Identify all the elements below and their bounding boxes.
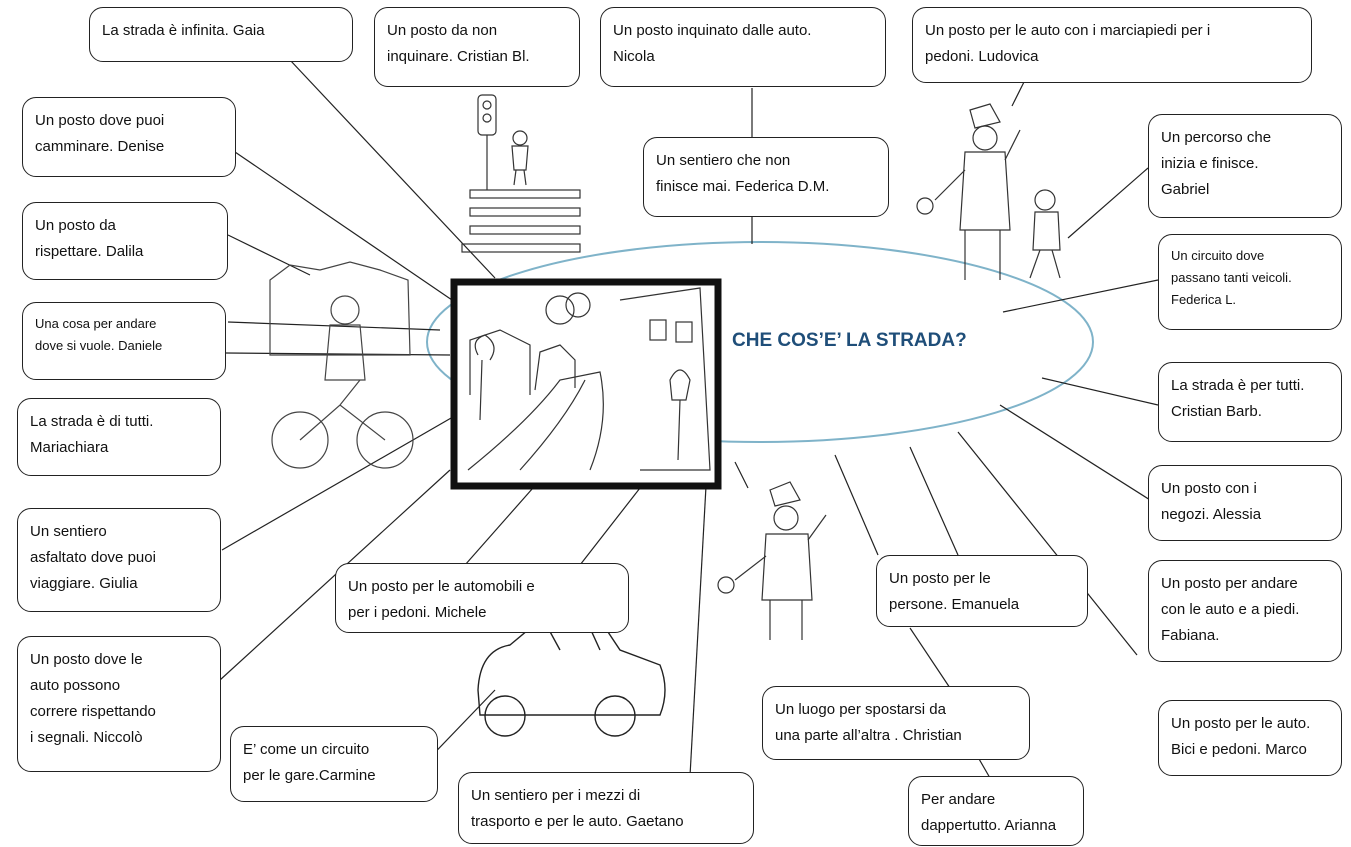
box-mariachiara: La strada è di tutti. Mariachiara	[17, 398, 221, 476]
traffic-officer-and-child-drawing	[916, 103, 1061, 280]
box-cristian-bl: Un posto da non inquinare. Cristian Bl.	[374, 7, 580, 87]
box-daniele: Una cosa per andare dove si vuole. Danie…	[22, 302, 226, 380]
box-federica-l: Un circuito dove passano tanti veicoli. …	[1158, 234, 1342, 330]
box-nicola: Un posto inquinato dalle auto. Nicola	[600, 7, 886, 87]
box-ludovica: Un posto per le auto con i marciapiedi p…	[912, 7, 1312, 83]
street-scene-drawing	[450, 278, 722, 490]
box-michele: Un posto per le automobili e per i pedon…	[335, 563, 629, 633]
traffic-light-crosswalk-drawing	[461, 94, 581, 253]
center-title: CHE COS’E’ LA STRADA?	[732, 330, 967, 351]
box-giulia: Un sentiero asfaltato dove puoi viaggiar…	[17, 508, 221, 612]
traffic-officer-drawing	[717, 481, 827, 640]
cyclist-drawing	[269, 261, 414, 469]
box-alessia: Un posto con i negozi. Alessia	[1148, 465, 1342, 541]
box-dalila: Un posto da rispettare. Dalila	[22, 202, 228, 280]
box-arianna: Per andare dappertutto. Arianna	[908, 776, 1084, 846]
box-gaetano: Un sentiero per i mezzi di trasporto e p…	[458, 772, 754, 844]
box-denise: Un posto dove puoi camminare. Denise	[22, 97, 236, 177]
box-cristian-barb: La strada è per tutti. Cristian Barb.	[1158, 362, 1342, 442]
box-christian: Un luogo per spostarsi da una parte all’…	[762, 686, 1030, 760]
box-gabriel: Un percorso che inizia e finisce. Gabrie…	[1148, 114, 1342, 218]
box-carmine: E’ come un circuito per le gare.Carmine	[230, 726, 438, 802]
box-fabiana: Un posto per andare con le auto e a pied…	[1148, 560, 1342, 662]
box-marco: Un posto per le auto. Bici e pedoni. Mar…	[1158, 700, 1342, 776]
box-niccolo: Un posto dove le auto possono correre ri…	[17, 636, 221, 772]
car-drawing	[477, 619, 666, 737]
box-emanuela: Un posto per le persone. Emanuela	[876, 555, 1088, 627]
box-federica-dm: Un sentiero che non finisce mai. Federic…	[643, 137, 889, 217]
box-gaia: La strada è infinita. Gaia	[89, 7, 353, 62]
